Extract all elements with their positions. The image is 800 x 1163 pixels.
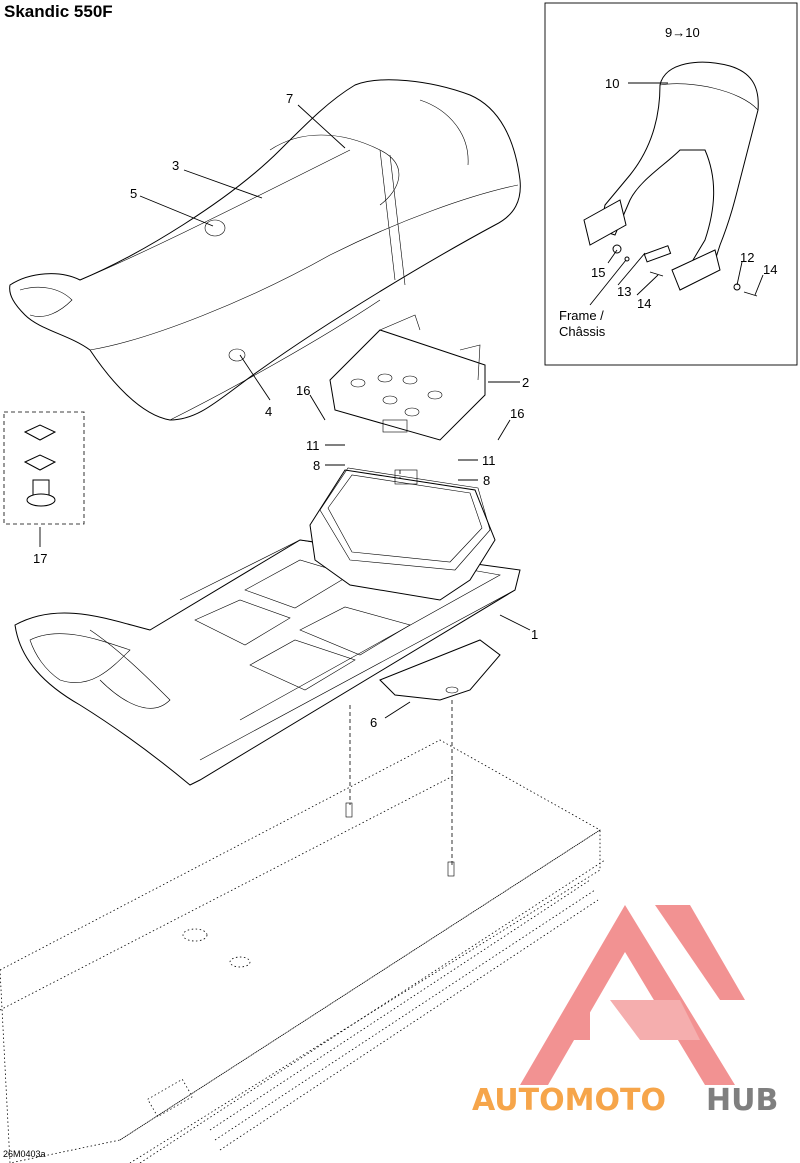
callout-14b: 14 [763,262,777,277]
tunnel-body [0,739,606,1163]
callout-2: 2 [522,375,529,390]
callout-14a: 14 [637,296,651,311]
callout-8b: 8 [483,473,490,488]
callout-13: 13 [617,284,631,299]
callout-1: 1 [531,627,538,642]
inset-part-17 [3,411,85,525]
callout-11a: 11 [306,438,320,453]
diagram-title: Skandic 550F [4,2,113,21]
callout-11b: 11 [482,453,496,468]
frame-label-line2: Châssis [559,324,606,339]
callout-3: 3 [172,158,179,173]
frame-label-line1: Frame / [559,308,604,323]
watermark-text-part1: AUTOMOTO [472,1083,666,1118]
callout-6: 6 [370,715,377,730]
under-plate [379,639,501,701]
callout-8a: 8 [313,458,320,473]
seat-base-pan [14,467,521,786]
callout-4: 4 [265,404,272,419]
seat-assembly [9,79,521,421]
inset-header: 9→10 [665,25,700,40]
callout-16a: 16 [296,383,310,398]
callout-16b: 16 [510,406,524,421]
callout-17: 17 [33,551,47,566]
callout-5: 5 [130,186,137,201]
callout-labels: 7 3 5 4 2 16 16 11 8 11 8 1 6 17 9→10 10… [33,25,777,730]
drawing-code: 26M0403a [3,1149,46,1159]
callout-10: 10 [605,76,619,91]
callout-12: 12 [740,250,754,265]
seat-bracket [329,314,486,441]
watermark-text-part2: HUB [706,1083,778,1118]
inset-backrest [544,2,798,366]
callout-7: 7 [286,91,293,106]
watermark-logo [520,905,745,1085]
watermark-text: AUTOMOTO HUB [472,1083,778,1118]
leader-lines [39,82,764,719]
callout-15: 15 [591,265,605,280]
